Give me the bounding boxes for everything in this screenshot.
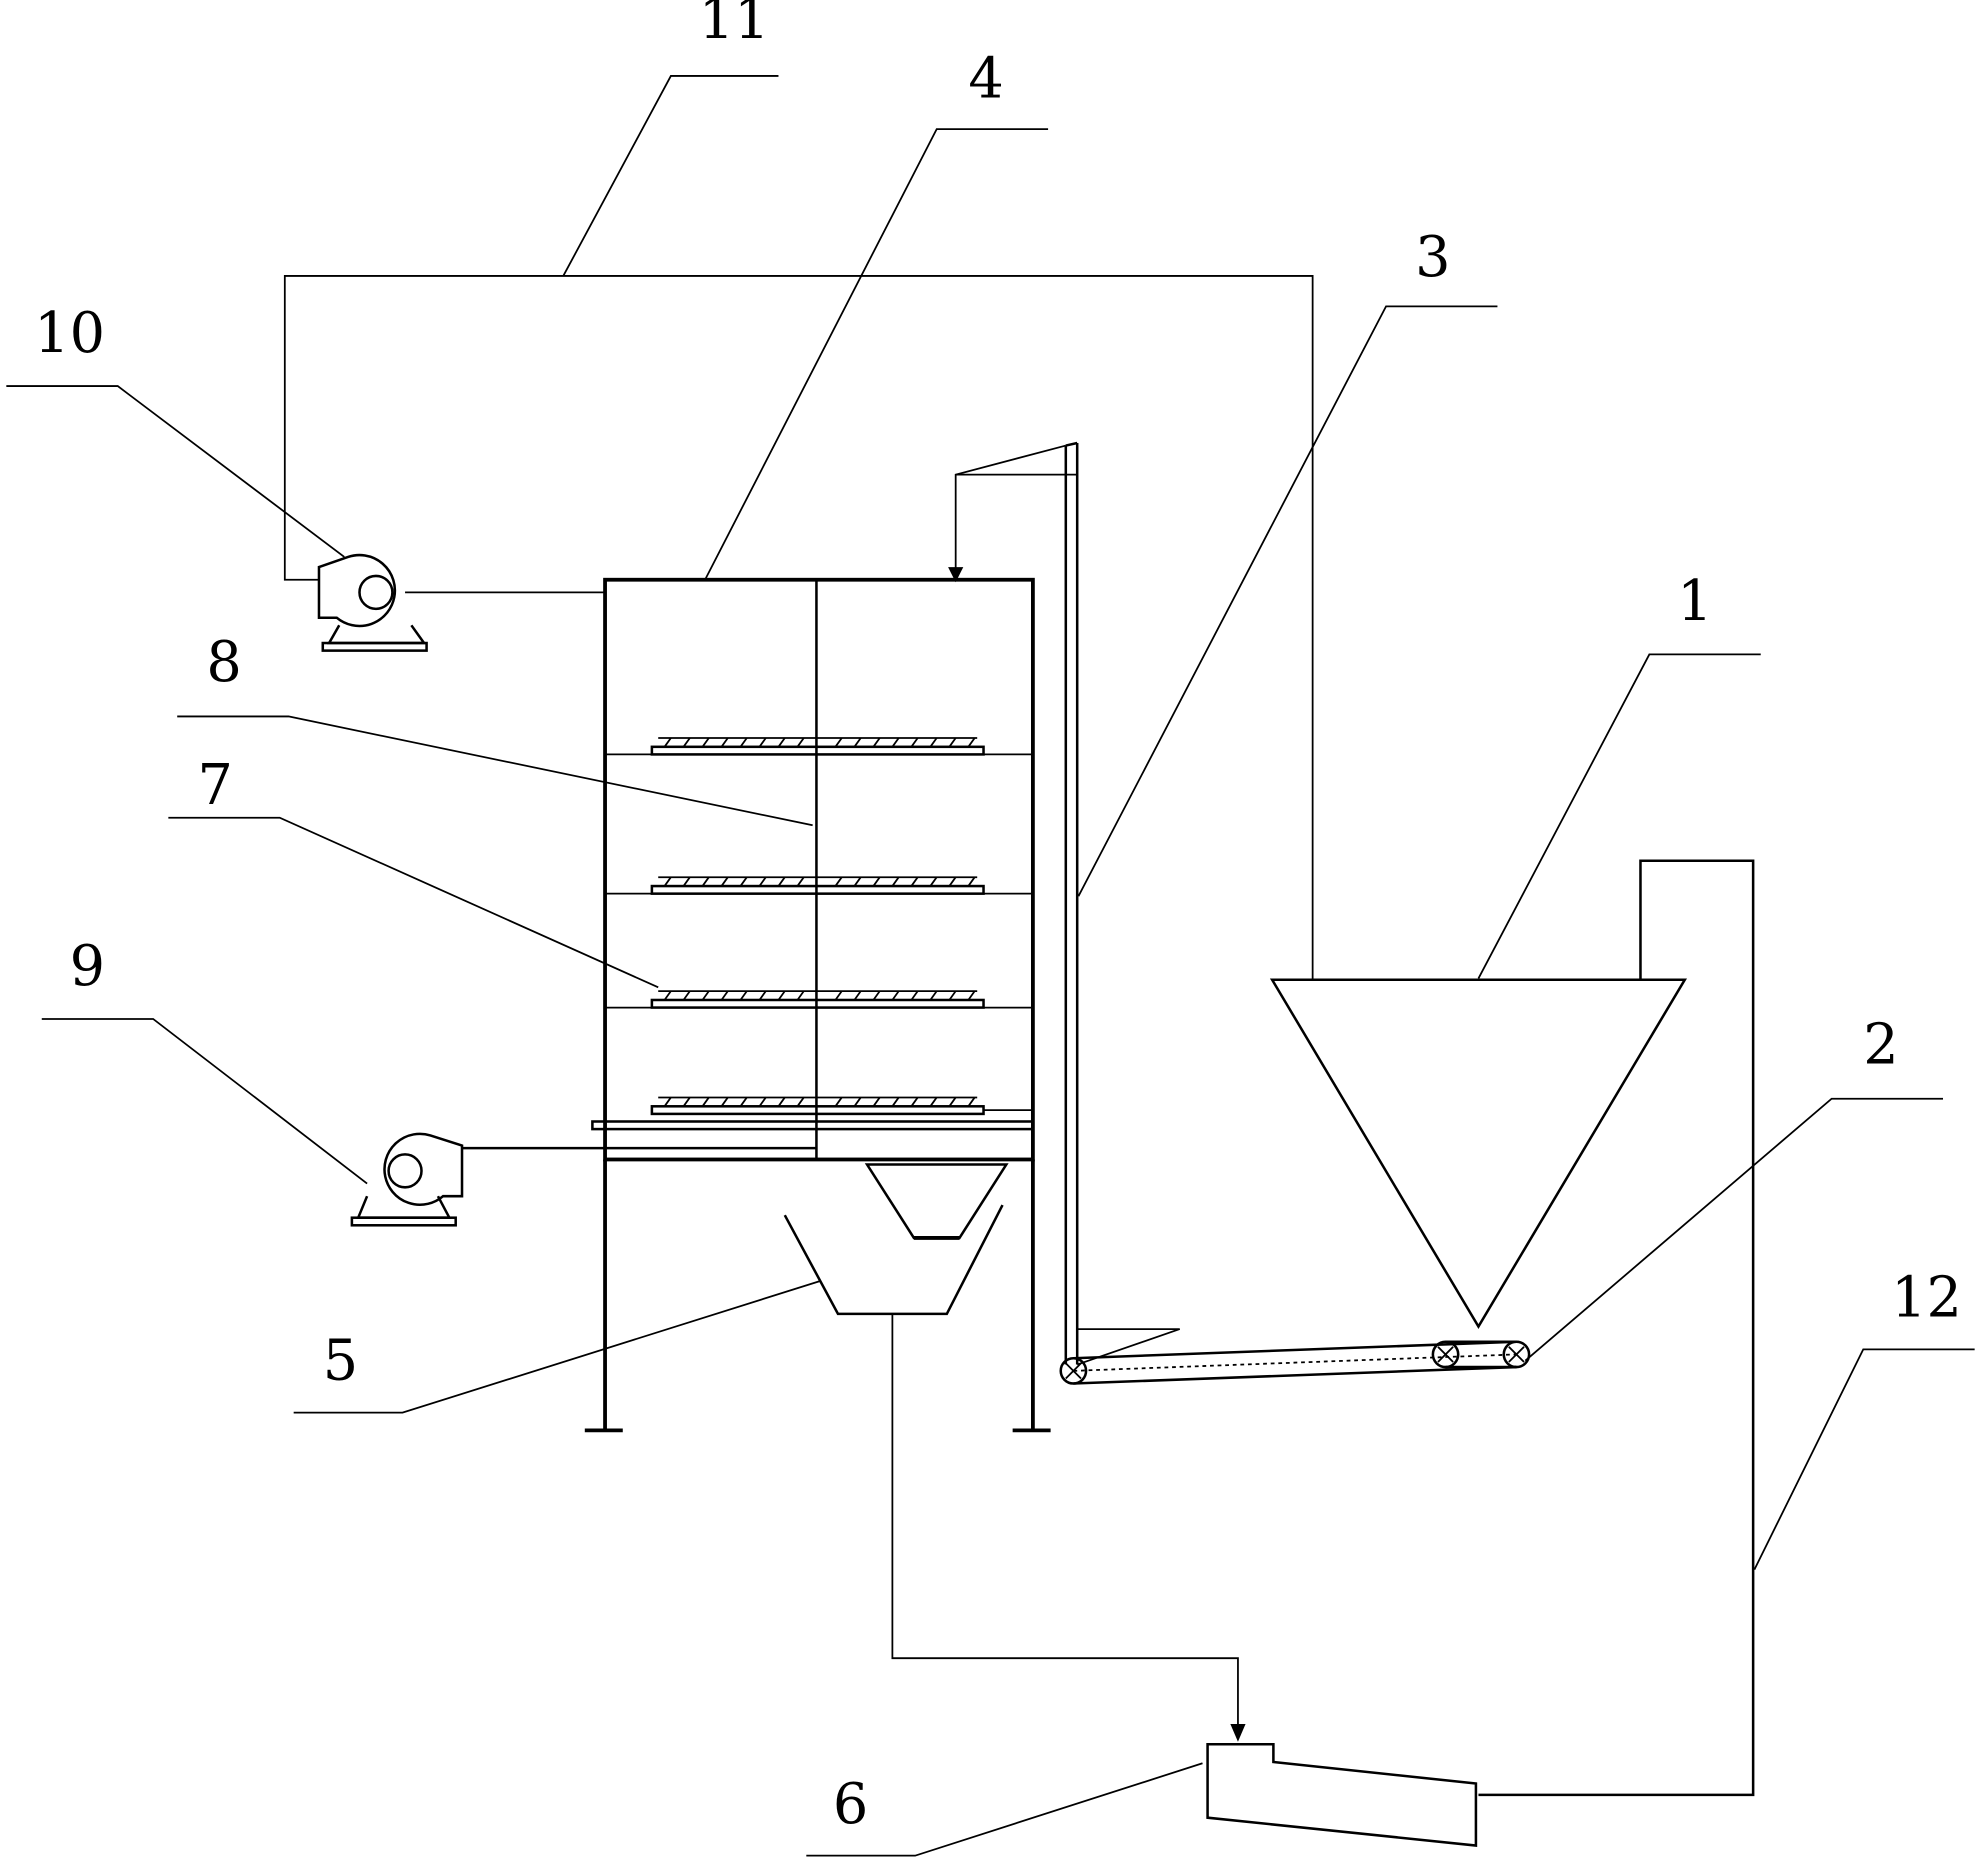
label-1: 1 (1677, 569, 1712, 634)
label-7: 7 (197, 753, 232, 818)
belt-conveyor (1059, 1340, 1531, 1385)
label-4: 4 (968, 46, 1003, 111)
tray-4 (650, 1096, 1033, 1116)
bucket-elevator (948, 441, 1181, 1366)
fan-10-icon (317, 553, 428, 652)
label-9: 9 (70, 934, 105, 999)
tray-2 (650, 876, 985, 895)
label-3: 3 (1415, 225, 1450, 290)
return-air-duct (283, 275, 1314, 980)
feed-hopper (1269, 978, 1688, 1330)
label-12: 12 (1891, 1265, 1962, 1330)
label-11: 11 (699, 0, 770, 52)
label-6: 6 (833, 1772, 868, 1837)
inner-discharge-hopper (864, 1163, 1009, 1240)
tray-3 (650, 990, 985, 1009)
label-8: 8 (206, 630, 241, 695)
label-2: 2 (1863, 1012, 1898, 1077)
label-5: 5 (323, 1329, 358, 1394)
tray-1 (650, 737, 985, 756)
label-10: 10 (34, 301, 105, 366)
leader-lines (6, 75, 1975, 1857)
fan-9-icon (350, 1132, 464, 1227)
unit-6 (1206, 1743, 1478, 1847)
drying-tower (584, 577, 1051, 1433)
exhaust-pipe (1478, 859, 1755, 1797)
